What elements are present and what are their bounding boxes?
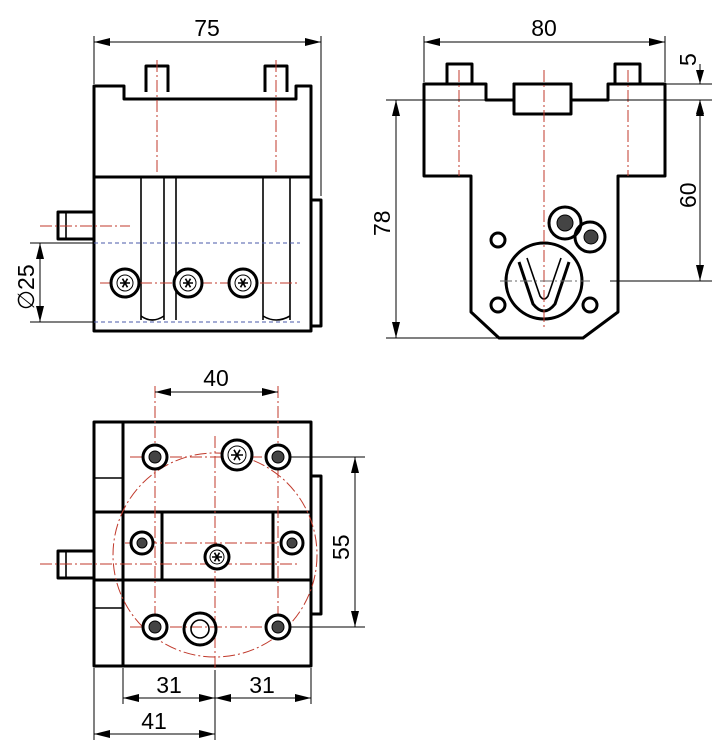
dim-front-width-label: 75 (194, 15, 220, 41)
front-channel-bottom (140, 315, 165, 321)
top-socket-screw (220, 438, 254, 472)
front-view: 75 ∅25 (13, 15, 323, 333)
side-hole (581, 296, 599, 314)
dim-shank-diameter-label: ∅25 (13, 264, 39, 310)
top-clamp-plate (160, 510, 275, 582)
dim-bottom-total-label: 41 (141, 708, 167, 734)
side-view: 80 5 60 78 (369, 15, 712, 340)
top-bolt-hole (141, 443, 169, 471)
dim-bolt-vertical-spacing-label: 55 (328, 534, 354, 560)
dim-side-inner-height-label: 60 (675, 182, 701, 208)
top-bolt-hole (141, 613, 169, 641)
dim-side-top-offset-label: 5 (675, 53, 701, 66)
dim-bottom-total: 41 (93, 668, 215, 740)
front-socket-screw (109, 267, 141, 299)
front-socket-screw (227, 267, 259, 299)
dim-side-height: 78 (369, 99, 514, 339)
dim-side-inner-height: 60 (610, 100, 712, 282)
front-right-flange (311, 198, 323, 328)
top-view: 40 55 31 31 (40, 365, 365, 740)
dim-bolt-vertical-spacing: 55 (290, 456, 365, 628)
side-top-pin-left (445, 62, 474, 85)
dim-side-width: 80 (423, 15, 666, 82)
side-coolant-fitting (547, 205, 607, 254)
top-outline (92, 420, 313, 668)
front-body (92, 175, 313, 333)
top-bolt-hole (264, 613, 292, 641)
dim-bottom-offsets: 31 31 (122, 668, 312, 740)
dim-bolt-spacing: 40 (155, 365, 278, 396)
top-socket-screw (203, 543, 231, 571)
side-top-pin-right (613, 62, 642, 85)
front-shank (56, 210, 94, 241)
front-socket-screw (172, 267, 204, 299)
dim-bottom-left-label: 31 (156, 672, 182, 698)
dim-front-width: 75 (93, 15, 322, 196)
side-hole (489, 296, 507, 314)
dim-shank-diameter: ∅25 (13, 242, 94, 323)
dim-bolt-spacing-label: 40 (203, 365, 229, 391)
front-top-block (92, 84, 313, 177)
side-key-slot (512, 82, 573, 116)
top-right-flange (311, 474, 323, 616)
top-shank (56, 549, 94, 580)
dim-bottom-right-label: 31 (249, 672, 275, 698)
top-bolt-hole (129, 530, 155, 556)
side-hole (489, 231, 507, 249)
top-bolt-hole (279, 530, 305, 556)
top-bolt-hole (264, 443, 292, 471)
top-coolant-port (182, 611, 218, 647)
dim-side-height-label: 78 (369, 210, 395, 236)
top-dashed-circle (112, 452, 318, 658)
dim-side-width-label: 80 (531, 15, 557, 41)
front-channel-bottom (262, 315, 291, 321)
